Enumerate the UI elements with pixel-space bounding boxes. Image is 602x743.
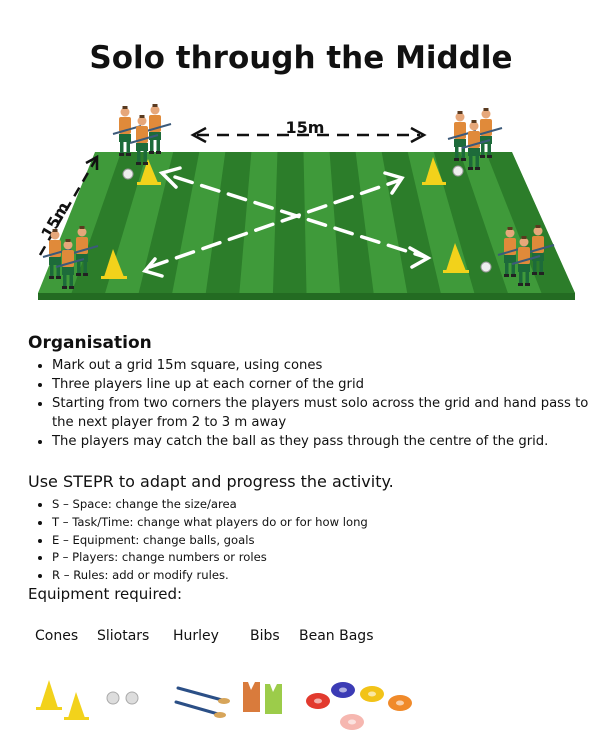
dimension-arrow-top	[190, 126, 427, 144]
movement-arrow-2	[141, 171, 405, 278]
pitch-stripe	[329, 152, 374, 293]
stepr-list: S – Space: change the size/area T – Task…	[28, 496, 368, 585]
sliotar-icon	[452, 165, 464, 177]
cone-icon	[422, 157, 446, 185]
page-title: Solo through the Middle	[89, 40, 513, 76]
equipment-heading: Equipment required:	[28, 585, 183, 603]
equipment-label-hurley: Hurley	[173, 628, 219, 644]
player-figure	[55, 239, 85, 289]
pitch-stripe	[205, 152, 252, 293]
organisation-heading: Organisation	[28, 333, 152, 353]
list-item: Starting from two corners the players mu…	[52, 394, 602, 432]
player-group-bottom-right	[497, 225, 555, 286]
drill-diagram: 15m 15m	[0, 95, 602, 310]
player-group-top-right	[447, 108, 503, 170]
pitch-stripe	[485, 152, 575, 293]
bibs-icon	[243, 682, 282, 714]
player-group-bottom-left	[42, 226, 99, 289]
list-item: Three players line up at each corner of …	[52, 375, 602, 394]
player-figure	[461, 120, 491, 170]
cone-icon	[101, 249, 127, 279]
equipment-label-cones: Cones	[35, 628, 79, 644]
equipment-icons	[0, 670, 602, 739]
pitch-stripe	[433, 152, 508, 293]
stepr-heading: Use STEPR to adapt and progress the acti…	[28, 472, 394, 491]
dimension-arrow-left	[38, 154, 99, 256]
dim-label-top: 15m	[286, 118, 325, 137]
cone-icon	[443, 243, 469, 273]
hurley-icon	[174, 686, 230, 718]
list-item: P – Players: change numbers or roles	[52, 549, 368, 567]
movement-arrow-1	[158, 166, 432, 269]
list-item: Mark out a grid 15m square, using cones	[52, 356, 602, 375]
sliotars-icon	[106, 691, 139, 705]
player-figure	[511, 236, 541, 286]
organisation-list: Mark out a grid 15m square, using cones …	[28, 356, 602, 451]
pitch-edge	[38, 293, 575, 300]
pitch-svg: 15m 15m	[37, 104, 575, 300]
player-figure	[112, 106, 142, 156]
list-item: T – Task/Time: change what players do or…	[52, 514, 368, 532]
list-item: E – Equipment: change balls, goals	[52, 532, 368, 550]
bean-bags-icon	[306, 682, 412, 730]
player-figure	[69, 226, 99, 276]
equipment-label-bibs: Bibs	[250, 628, 280, 644]
sliotar-icon	[122, 168, 134, 180]
sliotar-icon	[480, 261, 492, 273]
pitch-stripe	[272, 152, 307, 293]
player-group-top-left	[112, 104, 172, 165]
list-item: R – Rules: add or modify rules.	[52, 567, 368, 585]
list-item: S – Space: change the size/area	[52, 496, 368, 514]
player-figure	[129, 115, 159, 165]
equipment-label-sliotars: Sliotars	[97, 628, 150, 644]
cones-icon	[36, 680, 89, 720]
pitch-stripe	[71, 152, 148, 293]
list-item: The players may catch the ball as they p…	[52, 432, 602, 451]
equipment-label-bean-bags: Bean Bags	[299, 628, 374, 644]
cone-icon	[137, 159, 161, 185]
